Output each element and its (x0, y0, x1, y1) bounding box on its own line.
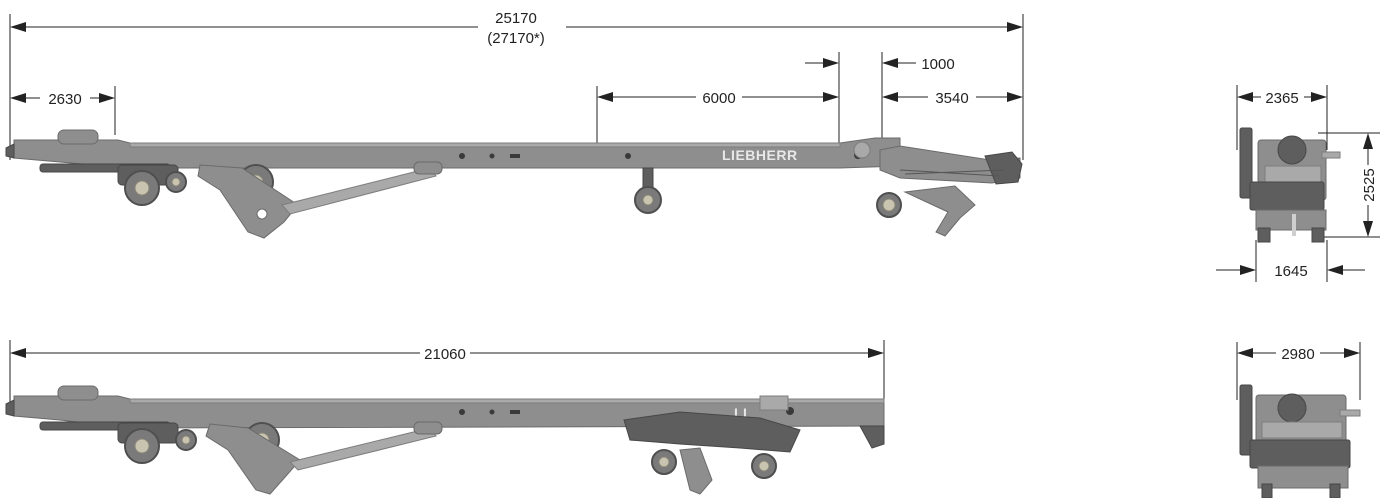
dim-overall-length-bottom: 21060 (9, 340, 885, 405)
end-height-label: 2525 (1361, 168, 1378, 201)
end-width-bottom-label: 1645 (1274, 263, 1307, 280)
dim-rear-span: 3540 (882, 90, 1023, 107)
rear-offset-label: 1000 (921, 56, 954, 73)
mid-span-label: 6000 (702, 90, 735, 107)
end-view-top: 2365 2525 1645 (1216, 85, 1380, 282)
overall-length-alt-label: (27170*) (487, 30, 545, 47)
end-bottom-width-label: 2980 (1281, 346, 1314, 363)
dim-mid-span: 6000 (596, 52, 840, 145)
end-width-top-label: 2365 (1265, 90, 1298, 107)
end-view-bottom: 2980 (1236, 342, 1361, 498)
rear-span-label: 3540 (935, 90, 968, 107)
dim-overall-length-top: 25170 (27170*) (9, 10, 1024, 160)
dim-front-overhang: 2630 (10, 86, 116, 135)
front-overhang-label: 2630 (48, 91, 81, 108)
folded-gooseneck (623, 395, 885, 495)
liebherr-logo: LIEBHERR (722, 147, 798, 163)
overall-length-label: 25170 (495, 10, 537, 27)
mid-support-wheel (634, 167, 662, 214)
chassis-side-view-bottom: LI (5, 385, 885, 495)
dim-rear-offset: 1000 (805, 52, 955, 140)
bottom-overall-length-label: 21060 (424, 346, 466, 363)
chassis-side-view-top: LIEBHERR (5, 129, 1023, 239)
